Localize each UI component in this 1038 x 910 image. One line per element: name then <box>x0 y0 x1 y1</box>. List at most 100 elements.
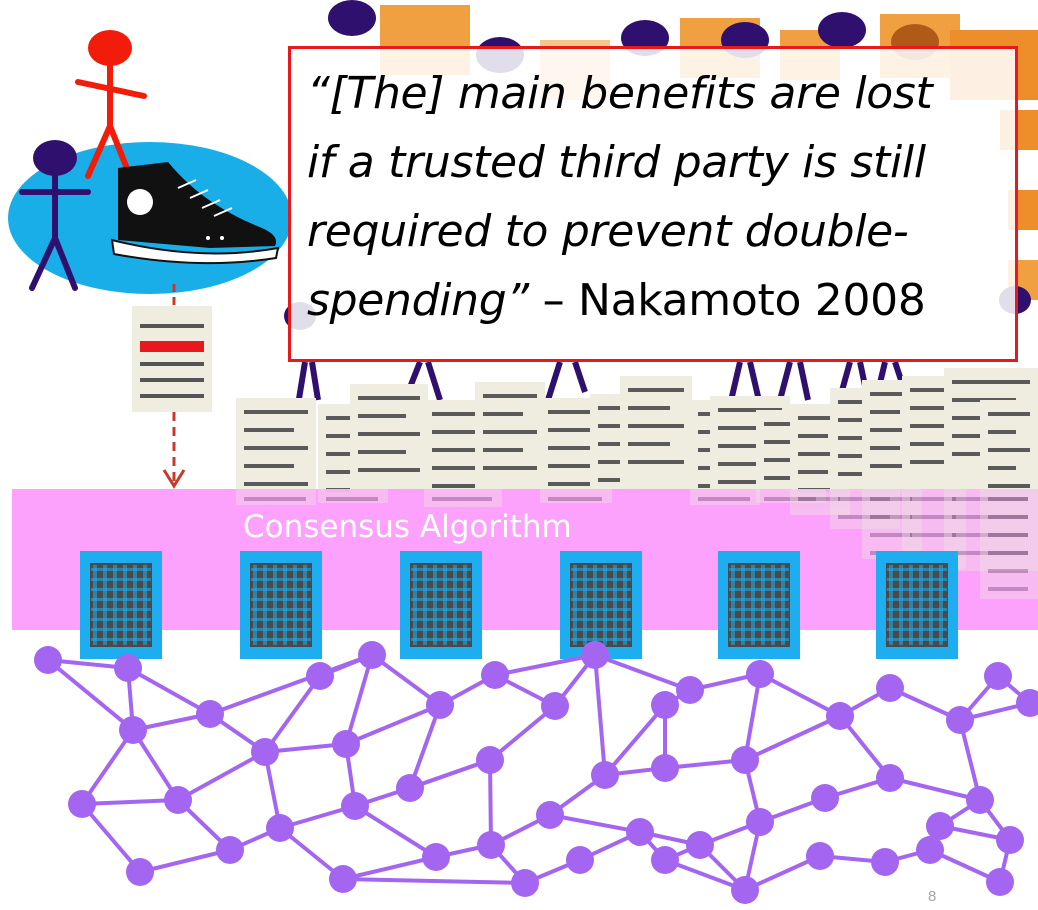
network-node-icon <box>1016 689 1038 717</box>
network-link <box>177 750 266 802</box>
network-node-icon <box>731 746 759 774</box>
network-node-icon <box>332 730 360 758</box>
network-link <box>408 704 442 789</box>
document-icon <box>980 489 1038 599</box>
page-number: 8 <box>928 888 937 905</box>
network-node-icon <box>651 754 679 782</box>
document-icon <box>980 400 1038 494</box>
network-node-icon <box>251 738 279 766</box>
network-link <box>744 714 841 762</box>
network-node-icon <box>926 812 954 840</box>
network-node-icon <box>566 846 594 874</box>
document-icon <box>424 489 502 507</box>
network-link <box>488 759 493 846</box>
network-node-icon <box>476 746 504 774</box>
network-node-icon <box>591 761 619 789</box>
peer-network <box>34 641 1038 904</box>
network-node-icon <box>826 702 854 730</box>
quote-line-1: “[The] main benefits are lost <box>307 68 933 119</box>
network-link <box>342 855 437 881</box>
consensus-algorithm-label: Consensus Algorithm <box>243 509 572 545</box>
network-link <box>889 776 981 802</box>
network-node-icon <box>626 818 654 846</box>
network-node-icon <box>329 865 357 893</box>
network-node-icon <box>536 801 564 829</box>
network-node-icon <box>266 814 294 842</box>
document-icon <box>236 489 316 505</box>
document-icon <box>690 489 760 505</box>
network-node-icon <box>477 831 505 859</box>
network-node-icon <box>986 868 1014 896</box>
network-node-icon <box>876 674 904 702</box>
network-node-icon <box>422 843 450 871</box>
network-node-icon <box>216 836 244 864</box>
network-node-icon <box>114 654 142 682</box>
network-node-icon <box>34 646 62 674</box>
network-node-icon <box>871 848 899 876</box>
network-link <box>759 672 841 718</box>
consensus-band <box>12 489 1038 630</box>
network-node-icon <box>996 826 1024 854</box>
network-node-icon <box>806 842 834 870</box>
network-node-icon <box>511 869 539 897</box>
quote-line-2: if a trusted third party is still <box>307 137 926 188</box>
server-icon <box>876 551 958 659</box>
document-icon <box>620 376 692 494</box>
arrow-down-icon <box>162 412 186 489</box>
network-node-icon <box>481 661 509 689</box>
server-icon <box>718 551 800 659</box>
network-link <box>139 848 231 874</box>
network-link <box>353 804 438 859</box>
server-icon <box>400 551 482 659</box>
person-icon-seller <box>19 140 91 291</box>
document-icon <box>236 398 316 494</box>
network-node-icon <box>126 858 154 886</box>
quote-line-4-italic: spending” <box>307 275 529 326</box>
server-row <box>80 551 958 659</box>
network-node-icon <box>984 662 1012 690</box>
document-icon <box>132 306 212 412</box>
network-node-icon <box>651 846 679 874</box>
network-link <box>593 654 607 776</box>
network-link <box>127 666 211 716</box>
document-icon <box>318 489 388 503</box>
network-node-icon <box>196 700 224 728</box>
network-node-icon <box>426 691 454 719</box>
network-node-icon <box>916 836 944 864</box>
network-link <box>345 703 441 746</box>
network-node-icon <box>746 660 774 688</box>
document-icon <box>540 489 612 503</box>
network-link <box>370 653 442 707</box>
network-node-icon <box>946 706 974 734</box>
network-link <box>409 758 491 790</box>
document-icon <box>350 384 428 494</box>
network-link <box>603 703 667 777</box>
network-link <box>488 704 557 762</box>
quote-attribution: – Nakamoto 2008 <box>528 275 926 326</box>
document-icon <box>830 489 900 529</box>
network-node-icon <box>676 676 704 704</box>
network-node-icon <box>876 764 904 792</box>
server-icon <box>560 551 642 659</box>
network-link <box>80 728 135 806</box>
server-icon <box>80 551 162 659</box>
document-icon <box>944 489 1038 571</box>
sneaker-icon <box>110 162 280 265</box>
network-node-icon <box>358 641 386 669</box>
transaction-documents-overlap <box>236 489 1038 599</box>
quote-line-4: spending” – Nakamoto 2008 <box>307 266 1001 335</box>
network-link <box>46 658 135 732</box>
network-node-icon <box>541 692 569 720</box>
network-link <box>263 674 322 754</box>
network-node-icon <box>396 774 424 802</box>
document-icon <box>790 489 850 515</box>
network-link <box>80 802 142 874</box>
network-link <box>344 654 374 745</box>
document-icon <box>475 382 545 490</box>
network-link <box>549 813 641 834</box>
transaction-documents-pile <box>236 368 1038 496</box>
network-link <box>594 653 691 692</box>
network-node-icon <box>966 786 994 814</box>
network-link <box>494 653 596 677</box>
document-icon <box>862 489 922 559</box>
